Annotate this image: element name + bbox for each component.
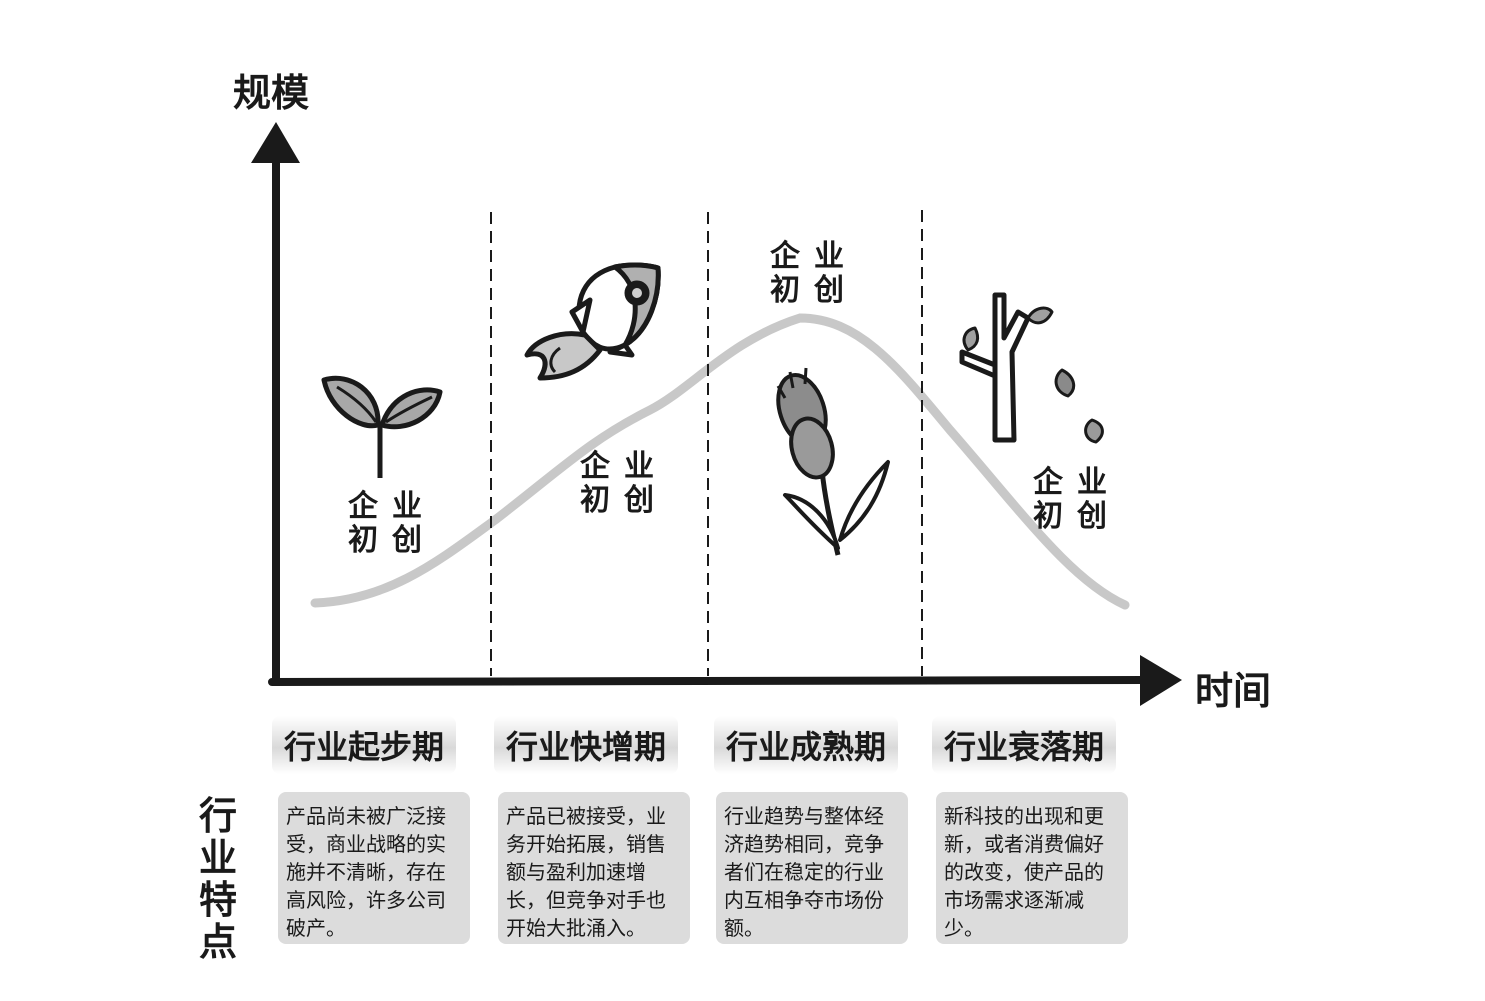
bare-tree-icon [959,292,1104,444]
y-axis [251,122,300,686]
sprout-icon [321,375,443,478]
stage-name: 行业快增期 [494,716,679,774]
x-axis-label: 时间 [1195,669,1272,713]
stage-description: 产品已被接受，业务开始拓展，销售额与盈利加速增长，但竞争对手也开始大批涌入。 [498,792,690,944]
stage-description: 行业趋势与整体经济趋势相同，竞争者们在稳定的行业内互相争夺市场份额。 [716,792,908,944]
stage-name: 行业衰落期 [932,716,1117,774]
y-axis-label: 规模 [233,71,310,115]
wheat-icon [776,367,890,556]
stage-name: 行业起步期 [272,716,457,774]
stage-description: 新科技的出现和更新，或者消费偏好的改变，使产品的市场需求逐渐减少。 [936,792,1128,944]
x-axis [268,655,1182,706]
stage-description: 产品尚未被广泛接受，商业战略的实施并不清晰，存在高风险，许多公司破产。 [278,792,470,944]
stage-block-text: 企业初创 [1033,465,1121,534]
lifecycle-curve [310,313,1130,610]
stage-block-text: 企业初创 [580,449,668,518]
stage-block-text: 企业初创 [348,489,436,558]
industry-features-label: 行业特点 [198,794,237,964]
stage-block-text: 企业初创 [770,239,858,308]
rocket-icon [524,262,661,381]
stage-name: 行业成熟期 [714,716,899,774]
